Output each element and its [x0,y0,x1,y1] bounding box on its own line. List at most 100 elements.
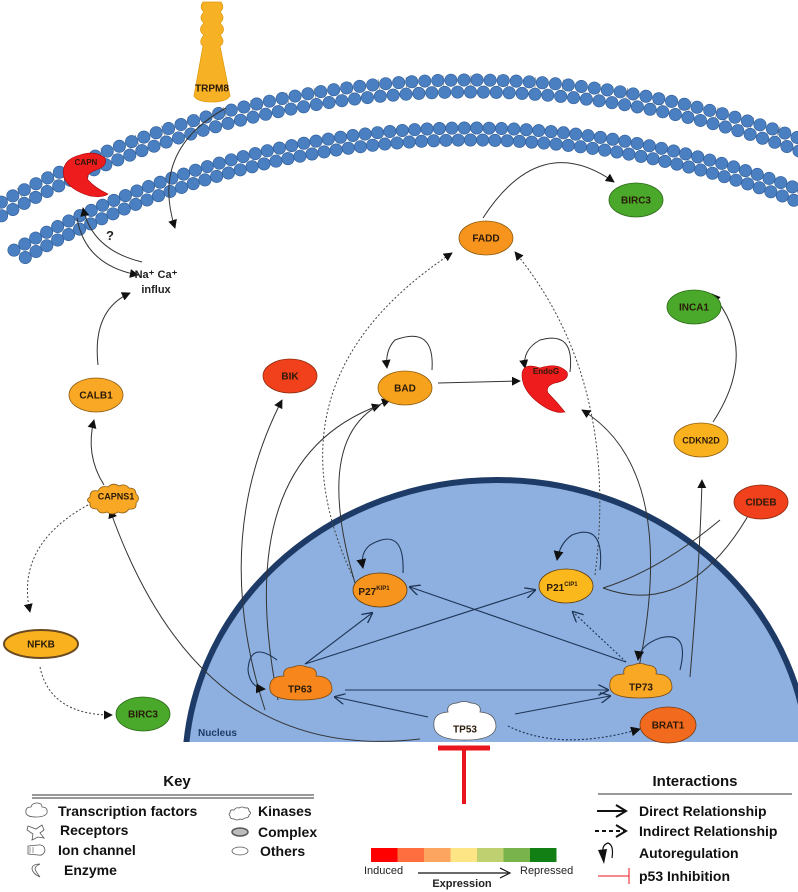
inca1-label: INCA1 [679,303,709,314]
node-tp53[interactable]: TP53 [433,701,497,741]
lipid-head [690,100,704,114]
lipid-head [41,171,55,185]
lipid-head [186,177,200,191]
lipid-head [371,126,385,140]
edge-nfkb-birc3 [39,666,113,720]
lipid-head [340,81,354,95]
interactions-label-autoregulation: Autoregulation [639,845,739,861]
lipid-head [532,124,546,138]
node-p27[interactable]: P27KIP1 [352,572,408,608]
p53-inhibition-bar [438,745,490,804]
node-fadd[interactable]: FADD [458,220,514,256]
node-endog[interactable]: EndoG [521,365,568,413]
node-capn[interactable]: CAPN [63,152,109,197]
trpm8-ion-channel[interactable]: TRPM8 [193,1,231,103]
lipid-head [740,114,754,128]
lipid-head [151,189,165,203]
lipid-head [483,73,497,87]
lipid-head [703,103,717,117]
node-birc3-top[interactable]: BIRC3 [608,182,664,218]
node-tp63[interactable]: TP63 [269,665,333,701]
node-bik[interactable]: BIK [262,358,318,394]
lipid-head [305,147,319,161]
lipid-head [378,137,392,151]
node-capns1[interactable]: CAPNS1 [87,483,139,515]
ion-influx-label-2: influx [141,284,171,296]
key-label-ion-channel: Ion channel [58,842,136,858]
lipid-head [561,138,575,152]
lipid-head [18,237,32,251]
lipid-head [507,122,521,136]
lipid-head [549,137,563,151]
expression-scale: Induced Repressed Expression [364,848,573,890]
key-title: Key [163,773,191,790]
lipid-head [198,173,212,187]
lipid-head [269,154,283,168]
key-label-transcription-factors: Transcription factors [58,803,197,819]
lipid-head [360,91,374,105]
lipid-head [0,195,8,209]
node-cdkn2d[interactable]: CDKN2D [673,422,729,458]
birc3-bottom-label: BIRC3 [128,710,158,721]
node-tp73[interactable]: TP73 [609,663,673,699]
lipid-head [728,110,742,124]
lipid-head [383,125,397,139]
lipid-head [399,87,413,101]
lipid-head [224,153,238,167]
lipid-head [358,127,372,141]
lipid-head [425,86,439,100]
node-nfkb[interactable]: NFKB [3,629,79,659]
node-birc3-bottom[interactable]: BIRC3 [115,696,171,732]
lipid-head [630,100,644,114]
lipid-head [259,107,273,121]
node-cideb[interactable]: CIDEB [733,484,789,520]
lipid-head [495,122,509,136]
lipid-head [780,140,794,154]
lipid-head [451,85,465,99]
lipid-head [405,75,419,89]
lipid-head [236,150,250,164]
interactions-label-inhibition: p53 Inhibition [639,868,730,884]
cdkn2d-label: CDKN2D [682,435,720,445]
scale-swatch [530,848,557,862]
lipid-head [0,209,9,223]
edge-influx-capn [80,207,143,263]
edge-endog-autoreg [519,337,572,373]
edge-cdkn2d-inca1 [711,293,737,423]
scale-swatch [424,848,451,862]
lipid-head [768,135,782,149]
node-inca1[interactable]: INCA1 [666,289,722,325]
lipid-head [489,85,503,99]
lipid-head [51,220,65,234]
lipid-head [752,181,766,195]
lipid-head [414,134,428,148]
lipid-head [622,147,636,161]
lipid-head [764,185,778,199]
node-calb1[interactable]: CALB1 [68,377,124,413]
lipid-head [297,100,311,114]
lipid-head [284,102,298,116]
autoregulation-icon [598,842,614,864]
lipid-head [691,150,705,164]
lipid-head [778,126,792,140]
edges [23,107,753,742]
node-brat1[interactable]: BRAT1 [639,706,697,744]
node-p21[interactable]: P21CIP1 [538,568,594,604]
lipid-head [6,189,20,203]
edge-tp73-p21 [573,612,627,663]
interactions-title: Interactions [652,773,737,790]
lipid-head [29,190,43,204]
scale-swatch [371,848,398,862]
lipid-head [618,98,632,112]
cell-membrane [0,73,798,265]
lipid-head [579,92,593,106]
lipid-head [233,163,247,177]
lipid-head [123,148,137,162]
node-bad[interactable]: BAD [377,370,433,406]
edge-p27-autoreg [356,538,404,574]
lipid-head [353,79,367,93]
lipid-head [392,76,406,90]
edge-tp53-tp73 [514,696,610,715]
lipid-head [171,131,185,145]
lipid-head [668,108,682,122]
